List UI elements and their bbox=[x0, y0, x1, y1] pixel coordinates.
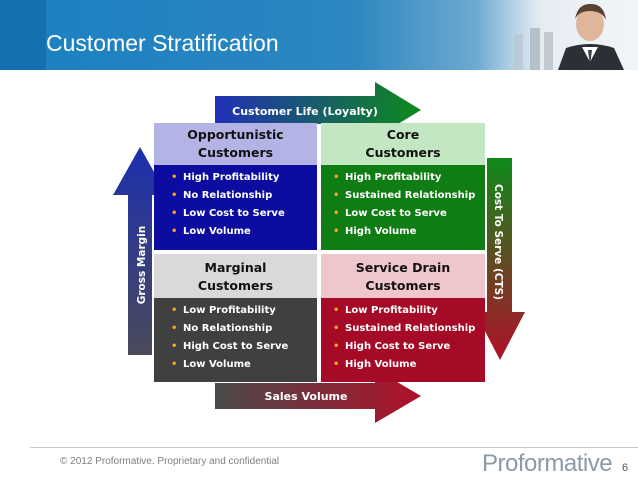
list-item: •High Cost to Serve bbox=[171, 338, 288, 356]
list-item: •High Volume bbox=[333, 223, 475, 241]
cost-to-serve-arrow bbox=[475, 158, 525, 360]
bullet-icon: • bbox=[171, 226, 178, 237]
bullet-icon: • bbox=[333, 190, 340, 201]
bullet-icon: • bbox=[333, 341, 340, 352]
marginal-bullets: •Low Profitability •No Relationship •Hig… bbox=[171, 302, 288, 374]
businessman-photo bbox=[478, 0, 638, 70]
bullet-icon: • bbox=[333, 359, 340, 370]
opportunistic-body-box bbox=[154, 165, 317, 250]
slide-header: Customer Stratification bbox=[0, 0, 638, 70]
core-title-box bbox=[321, 123, 485, 165]
opportunistic-title-box bbox=[154, 123, 317, 165]
page-number: 6 bbox=[622, 462, 629, 474]
cost-to-serve-label: Cost To Serve (CTS) bbox=[492, 184, 504, 300]
service-drain-title-line1: Service Drain bbox=[355, 260, 451, 275]
customer-life-label: Customer Life (Loyalty) bbox=[232, 105, 378, 118]
bullet-icon: • bbox=[171, 323, 178, 334]
opportunistic-bullets: •High Profitability •No Relationship •Lo… bbox=[171, 169, 285, 241]
opportunistic-title-line1: Opportunistic bbox=[187, 127, 284, 142]
bullet-icon: • bbox=[171, 305, 178, 316]
marginal-title-line1: Marginal bbox=[204, 260, 267, 275]
bullet-icon: • bbox=[333, 323, 340, 334]
list-item: •High Volume bbox=[333, 356, 475, 374]
list-item: •High Profitability bbox=[171, 169, 285, 187]
bullet-icon: • bbox=[333, 226, 340, 237]
sales-volume-label: Sales Volume bbox=[265, 390, 348, 403]
opportunistic-title: Opportunistic Customers bbox=[154, 126, 317, 162]
service-drain-bullets: •Low Profitability •Sustained Relationsh… bbox=[333, 302, 475, 374]
core-bullets: •High Profitability •Sustained Relations… bbox=[333, 169, 475, 241]
list-item: •Sustained Relationship bbox=[333, 320, 475, 338]
service-drain-title-box bbox=[321, 254, 485, 298]
service-drain-title-line2: Customers bbox=[365, 278, 441, 293]
opportunistic-title-line2: Customers bbox=[197, 145, 274, 160]
footer-divider bbox=[30, 447, 638, 448]
marginal-title-box bbox=[154, 254, 317, 298]
bullet-icon: • bbox=[171, 172, 178, 183]
gross-margin-arrow bbox=[113, 147, 167, 355]
sales-volume-arrow bbox=[215, 369, 421, 423]
bullet-icon: • bbox=[333, 172, 340, 183]
list-item: •High Profitability bbox=[333, 169, 475, 187]
list-item: •Low Volume bbox=[171, 356, 288, 374]
marginal-title: Marginal Customers bbox=[154, 259, 317, 295]
slide-title: Customer Stratification bbox=[46, 30, 279, 56]
bullet-icon: • bbox=[171, 341, 178, 352]
core-title: Core Customers bbox=[321, 126, 485, 162]
marginal-body-box bbox=[154, 298, 317, 382]
core-title-line1: Core bbox=[386, 127, 420, 142]
list-item: •No Relationship bbox=[171, 320, 288, 338]
service-drain-body-box bbox=[321, 298, 485, 382]
bullet-icon: • bbox=[171, 190, 178, 201]
list-item: •Low Profitability bbox=[171, 302, 288, 320]
copyright-text: © 2012 Proformative. Proprietary and con… bbox=[60, 456, 280, 467]
list-item: •Low Volume bbox=[171, 223, 285, 241]
list-item: •Low Cost to Serve bbox=[333, 205, 475, 223]
list-item: •High Cost to Serve bbox=[333, 338, 475, 356]
header-accent-bar bbox=[0, 0, 46, 70]
list-item: •Low Cost to Serve bbox=[171, 205, 285, 223]
proformative-logo: Proformative bbox=[482, 450, 613, 477]
list-item: •No Relationship bbox=[171, 187, 285, 205]
bullet-icon: • bbox=[333, 305, 340, 316]
core-body-box bbox=[321, 165, 485, 250]
bullet-icon: • bbox=[171, 359, 178, 370]
marginal-title-line2: Customers bbox=[197, 278, 274, 293]
service-drain-title: Service Drain Customers bbox=[321, 259, 485, 295]
core-title-line2: Customers bbox=[365, 145, 441, 160]
bullet-icon: • bbox=[333, 208, 340, 219]
gross-margin-label: Gross Margin bbox=[136, 226, 148, 304]
list-item: •Low Profitability bbox=[333, 302, 475, 320]
bullet-icon: • bbox=[171, 208, 178, 219]
list-item: •Sustained Relationship bbox=[333, 187, 475, 205]
